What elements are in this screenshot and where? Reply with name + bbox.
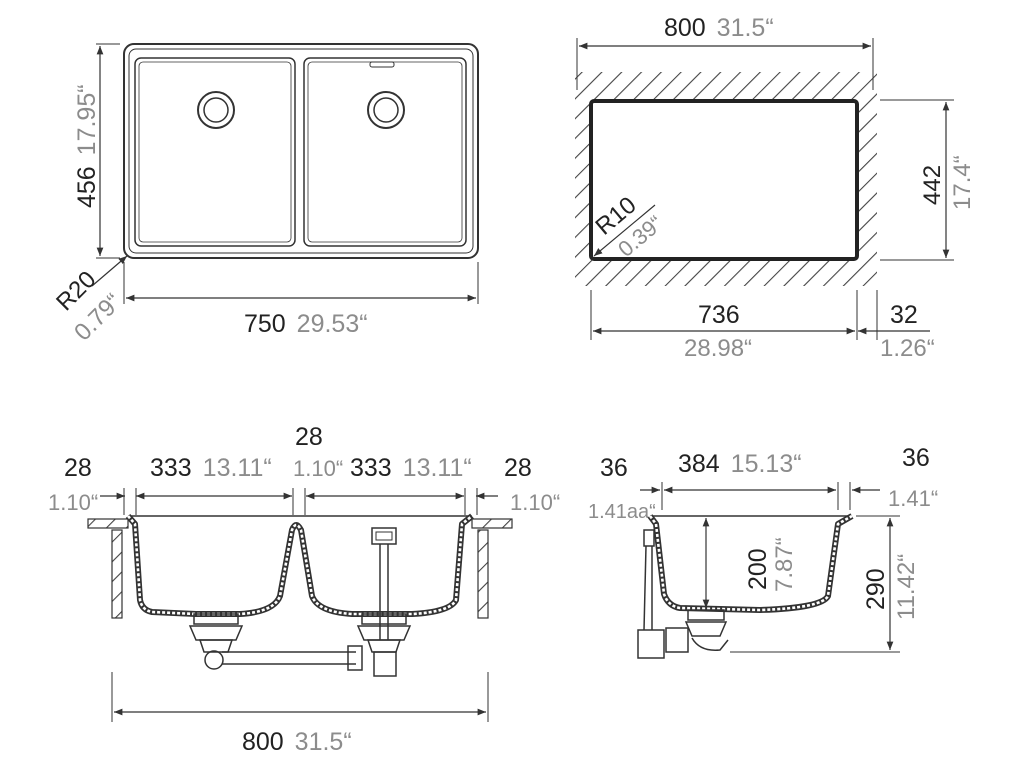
side-drain-trap-icon <box>637 609 729 659</box>
countertop-left <box>87 518 129 529</box>
svg-text:800 31.5“: 800 31.5“ <box>242 728 352 756</box>
front-left-in: 1.10“ <box>48 490 98 515</box>
hatch-top <box>593 72 857 100</box>
right-bowl-inner <box>307 61 463 243</box>
front-bowl1-mm: 333 <box>150 454 192 482</box>
front-bowl2-in: 13.11“ <box>403 454 472 482</box>
hatch-bottom <box>593 258 857 286</box>
top-view: 456 17.95“ 750 29.53“ R20 0.79“ <box>51 43 479 346</box>
cutout-height-in: 17.4“ <box>949 155 976 210</box>
front-right-in: 1.10“ <box>510 490 560 515</box>
cutout-view: 800 31.5“ 442 17.4“ R10 0.39“ 736 28.98“… <box>575 14 976 362</box>
side-right-in: 1.41“ <box>888 486 938 511</box>
sink-inner-outline <box>128 48 474 254</box>
hatch-right <box>857 72 877 286</box>
cabinet-wall-right <box>477 529 489 619</box>
sink-outline <box>123 43 479 259</box>
side-height-mm: 290 <box>862 568 890 610</box>
cutout-side-mm: 32 <box>890 301 918 329</box>
side-width-in: 15.13“ <box>731 450 802 478</box>
cutout-side-in: 1.26“ <box>880 335 935 362</box>
front-mid-in: 1.10“ <box>293 456 343 481</box>
right-bowl <box>303 57 467 247</box>
drain-trap-right-icon <box>356 613 412 677</box>
side-depth-mm: 200 <box>744 548 772 590</box>
cutout-outline <box>589 99 859 261</box>
drain-left-icon <box>197 91 235 129</box>
cutout-inner-in: 28.98“ <box>684 335 752 362</box>
svg-text:456 17.95“: 456 17.95“ <box>73 84 101 208</box>
overflow-head <box>371 527 397 545</box>
front-total-in: 31.5“ <box>295 728 352 756</box>
width-mm: 750 <box>244 310 286 338</box>
width-in: 29.53“ <box>297 310 368 338</box>
cutout-height-mm: 442 <box>919 165 946 205</box>
left-bowl <box>134 57 296 247</box>
side-right-mm: 36 <box>902 444 930 472</box>
front-mid-mm: 28 <box>295 423 323 451</box>
svg-text:800 31.5“: 800 31.5“ <box>664 14 774 42</box>
countertop-right <box>471 518 513 529</box>
radius-leader <box>91 255 128 287</box>
side-view: 36 384 15.13“ 36 1.41aa“ 1.41“ <box>588 444 938 659</box>
front-total-mm: 800 <box>242 728 284 756</box>
side-width-mm: 384 <box>678 450 720 478</box>
side-depth-in: 7.87“ <box>771 537 798 592</box>
hatch-left <box>575 72 593 286</box>
front-right-mm: 28 <box>504 454 532 482</box>
side-height-in: 11.42“ <box>893 554 920 620</box>
front-bowl2-mm: 333 <box>350 454 392 482</box>
overflow-slot <box>369 61 395 68</box>
side-left-in: 1.41aa“ <box>588 501 656 523</box>
cutout-inner-mm: 736 <box>698 301 740 329</box>
svg-text:750 29.53“: 750 29.53“ <box>244 310 368 338</box>
left-bowl-inner <box>138 61 292 243</box>
front-left-mm: 28 <box>64 454 92 482</box>
svg-text:333 13.11“: 333 13.11“ <box>350 454 472 482</box>
drain-trap-left-icon <box>188 613 244 670</box>
cutout-width-in: 31.5“ <box>717 14 774 42</box>
svg-text:384 15.13“: 384 15.13“ <box>678 450 802 478</box>
height-mm: 456 <box>73 166 101 208</box>
front-view: 28 28 333 13.11“ 1.10“ 333 13.11“ 28 1.1… <box>48 423 560 756</box>
cabinet-wall-left <box>111 529 123 619</box>
height-in: 17.95“ <box>73 84 101 155</box>
front-bowl1-in: 13.11“ <box>203 454 272 482</box>
side-left-mm: 36 <box>600 454 628 482</box>
cutout-width-mm: 800 <box>664 14 706 42</box>
svg-text:333 13.11“: 333 13.11“ <box>150 454 272 482</box>
drain-right-icon <box>367 91 405 129</box>
cutout-radius-leader <box>593 204 656 257</box>
